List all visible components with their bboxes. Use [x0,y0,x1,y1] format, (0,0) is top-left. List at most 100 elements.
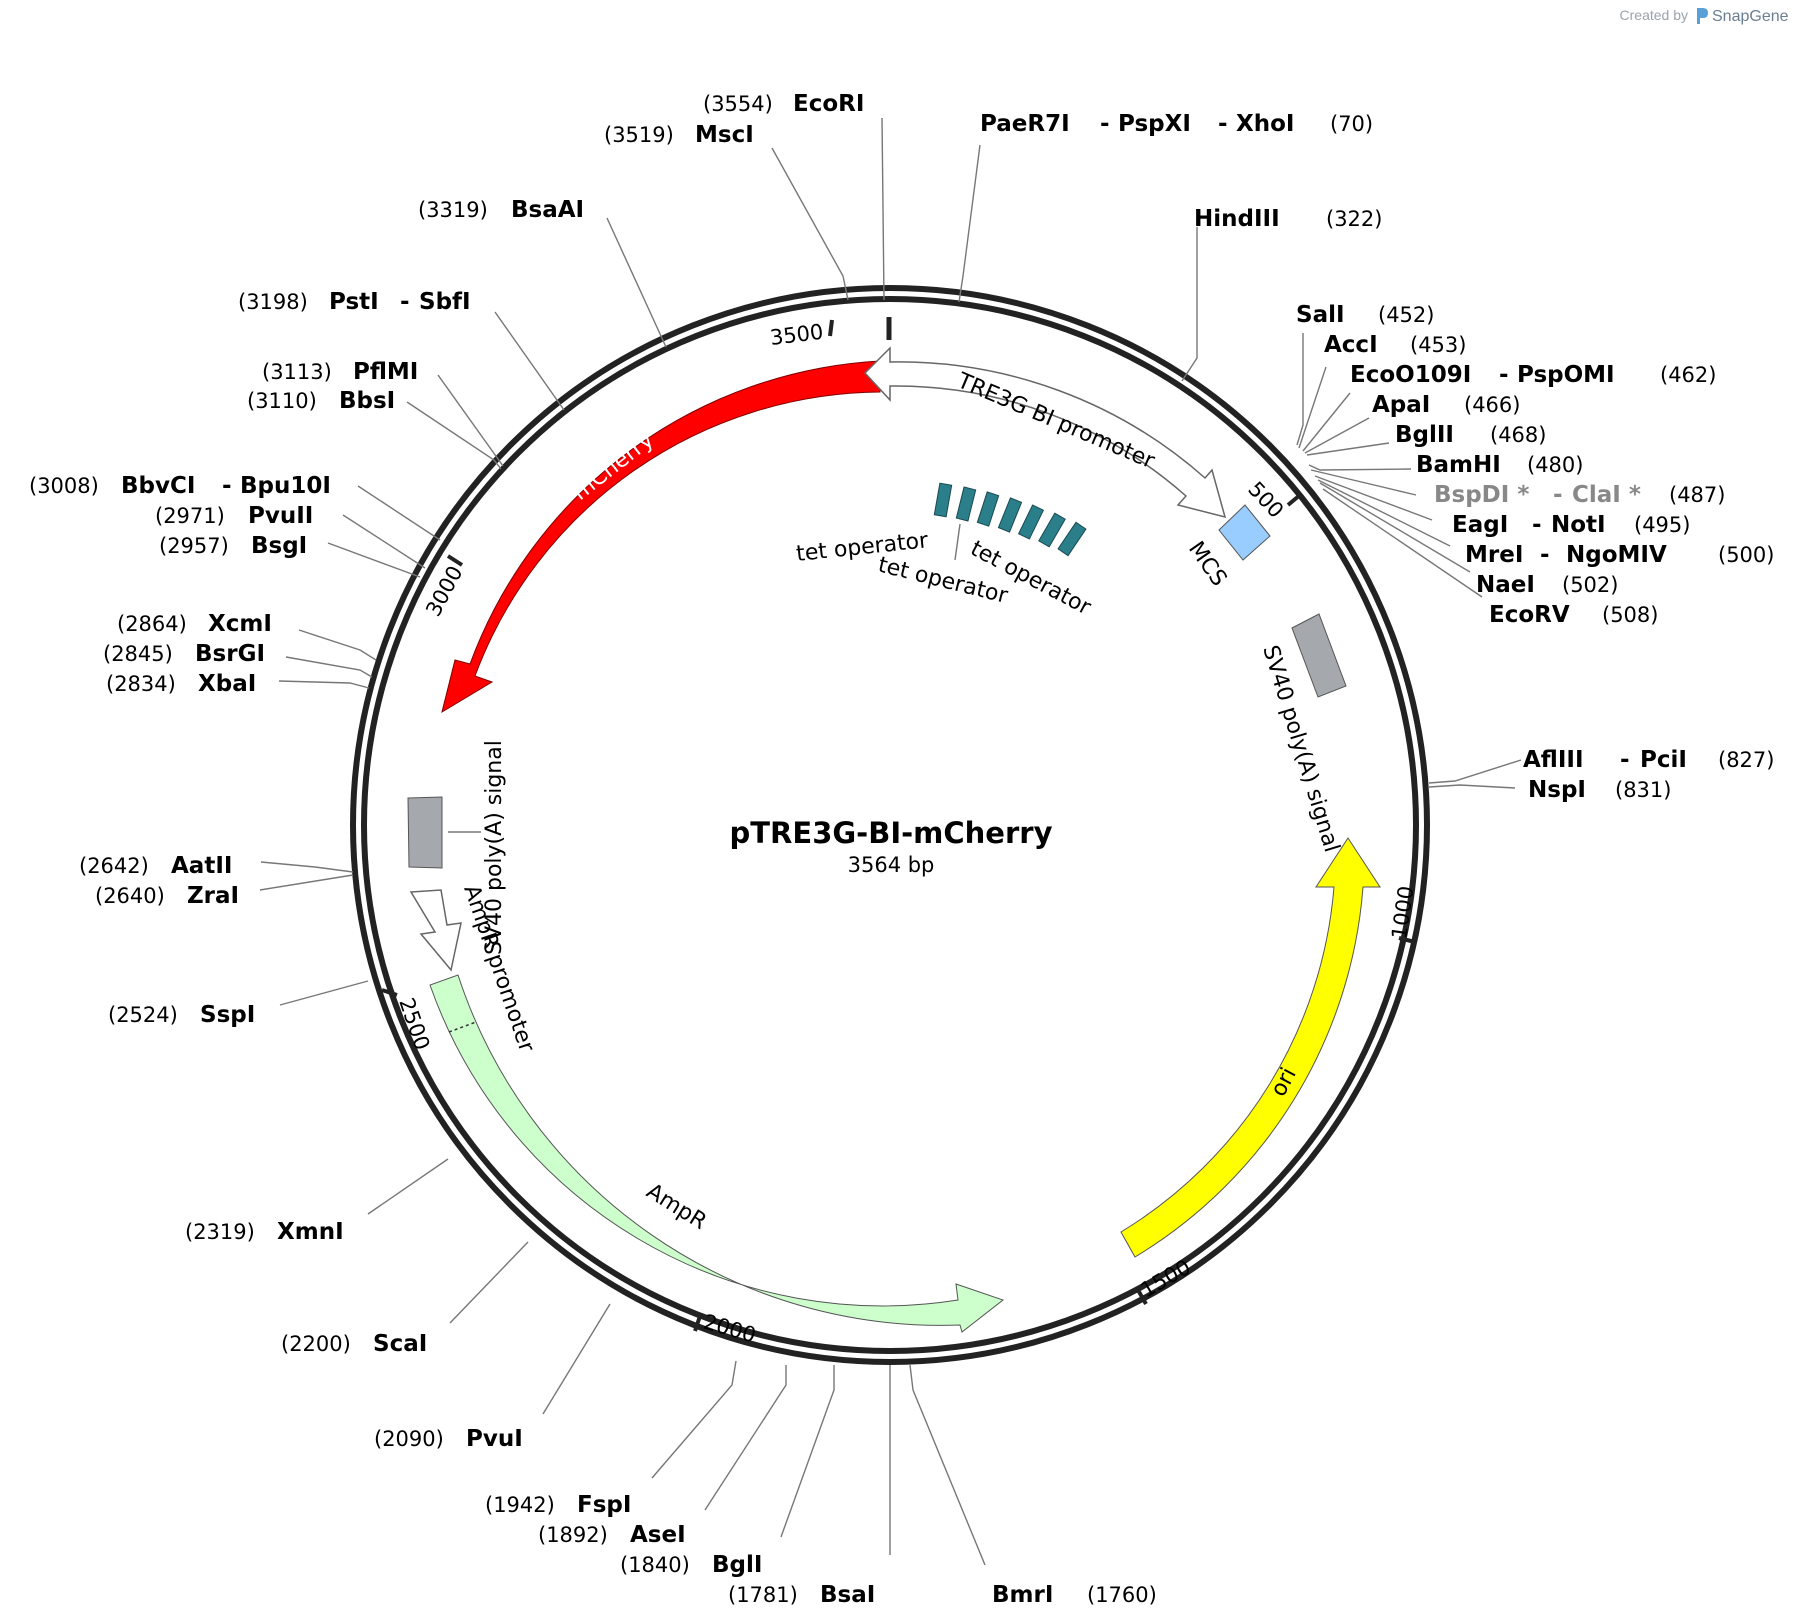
enzyme-name: PvuI [466,1426,523,1452]
backbone [350,285,1430,1365]
enzyme-name: AatII [171,853,232,879]
site-position: (508) [1602,603,1658,627]
leader-fspi [651,1360,737,1479]
site-acci[interactable]: AccI (453) [1324,332,1466,358]
site-scai[interactable]: (2200) ScaI [281,1331,427,1357]
feature-ampr-promoter-arrow[interactable] [409,889,462,972]
site-pvui[interactable]: (2090) PvuI [374,1426,523,1452]
feature-mcherry-arrow[interactable] [441,360,881,714]
enzyme-name: SalI [1296,302,1345,328]
leader-sali [1296,333,1304,446]
enzyme-separator: - [1218,111,1228,137]
enzyme-name: BbsI [339,388,395,414]
enzyme-name: EagI [1452,512,1508,538]
site-zrai[interactable]: (2640) ZraI [95,883,239,909]
site-bsaai[interactable]: (3319) BsaAI [418,197,584,223]
enzyme-name: ZraI [187,883,239,909]
site-bglii[interactable]: BglII (468) [1395,422,1546,448]
enzyme-name: EcoRV [1489,602,1570,628]
site-bsai[interactable]: (1781) BsaI [728,1582,875,1608]
enzyme-name: NgoMIV [1566,542,1667,568]
leader-psti [494,311,565,411]
site-eco0109i-group[interactable]: EcoO109I - PspOMI (462) [1350,362,1716,388]
leader-xbai [278,680,370,689]
enzyme-name: PstI [329,289,379,315]
leader-bmri [909,1364,986,1566]
feature-sv40-left-box[interactable] [407,796,443,869]
site-bgli[interactable]: (1840) BglI [620,1552,762,1578]
site-bbvci-group[interactable]: (3008) BbvCI - Bpu10I [29,473,331,499]
tick-3000 [446,554,464,567]
site-position: (3519) [604,123,674,147]
site-position: (453) [1410,333,1466,357]
tet-operator-block [1017,504,1045,540]
site-ecori[interactable]: (3554) EcoRI [703,91,864,117]
site-position: (1942) [485,1493,555,1517]
site-sali[interactable]: SalI (452) [1296,302,1434,328]
tet-operator-blocks[interactable] [933,482,1087,557]
enzyme-name: PflMI [353,359,418,385]
tick-1500 [1136,1289,1148,1305]
site-position: (2957) [159,534,229,558]
leader-bsrgi [285,656,373,678]
enzyme-name: XmnI [277,1219,344,1245]
site-asei[interactable]: (1892) AseI [538,1522,686,1548]
tick-label-2000: 2000 [701,1310,759,1348]
leader-pvui [542,1303,611,1415]
enzyme-name: BsrGI [195,641,265,667]
enzyme-separator: - [222,473,232,499]
site-bbsi[interactable]: (3110) BbsI [247,388,395,414]
site-eagi-group[interactable]: EagI - NotI (495) [1452,512,1690,538]
site-position: (1840) [620,1553,690,1577]
site-fspi[interactable]: (1942) FspI [485,1492,631,1518]
site-afliii-group[interactable]: AflIII - PciI (827) [1523,747,1774,773]
site-xbai[interactable]: (2834) XbaI [106,671,256,697]
feature-ampr-label: AmpR [642,1179,711,1235]
tick-label-1500: 1500 [1137,1255,1195,1303]
feature-sv40-right-box[interactable] [1291,613,1347,698]
site-nspi[interactable]: NspI (831) [1528,777,1671,803]
site-ecorv[interactable]: EcoRV (508) [1489,602,1658,628]
site-xmni[interactable]: (2319) XmnI [185,1219,344,1245]
site-xhoi-group[interactable]: PaeR7I - PspXI - XhoI (70) [980,111,1373,137]
enzyme-name: ClaI * [1572,482,1641,508]
site-bsgi[interactable]: (2957) BsgI [159,533,307,559]
leader-bsgi [327,542,421,578]
tick-500 [1286,493,1302,507]
site-hindiii[interactable]: HindIII (322) [1194,206,1382,232]
feature-ampr-arrow[interactable] [429,974,1005,1333]
leader-xcmi [298,629,377,661]
site-leaders [259,117,1522,1566]
enzyme-name: BsgI [251,533,307,559]
feature-ori-arrow[interactable] [1120,837,1381,1258]
site-position: (2090) [374,1427,444,1451]
site-psti-group[interactable]: (3198) PstI - SbfI [238,289,471,315]
site-pflmi[interactable]: (3113) PflMI [262,359,418,385]
site-apai[interactable]: ApaI (466) [1372,392,1520,418]
site-position: (452) [1378,303,1434,327]
site-bamhi[interactable]: BamHI (480) [1416,452,1583,478]
site-position: (2319) [185,1220,255,1244]
enzyme-name: AccI [1324,332,1378,358]
site-pvuii[interactable]: (2971) PvuII [155,503,313,529]
enzyme-separator: - [1540,542,1550,568]
tet-operator-block [997,497,1023,533]
site-bmri[interactable]: BmrI (1760) [992,1582,1157,1608]
site-msci[interactable]: (3519) MscI [604,122,754,148]
enzyme-name: BsaAI [511,197,584,223]
leader-mrei [1317,479,1451,547]
site-position: (70) [1330,112,1373,136]
feature-mcs-box[interactable] [1218,504,1271,561]
site-bspdi-group[interactable]: BspDI * - ClaI * (487) [1434,482,1725,508]
site-naei[interactable]: NaeI (502) [1476,572,1618,598]
enzyme-name: BspDI * [1434,482,1529,508]
site-sspi[interactable]: (2524) SspI [108,1002,255,1028]
site-bsrgi[interactable]: (2845) BsrGI [103,641,265,667]
site-xcmi[interactable]: (2864) XcmI [117,611,272,637]
feature-tre3g-promoter-arrow[interactable] [863,346,1227,519]
site-mrei-group[interactable]: MreI - NgoMIV (500) [1465,542,1774,568]
enzyme-name: PciI [1640,747,1687,773]
leader-bspdi [1310,469,1417,496]
enzyme-separator: - [1532,512,1542,538]
site-aatii[interactable]: (2642) AatII [79,853,232,879]
